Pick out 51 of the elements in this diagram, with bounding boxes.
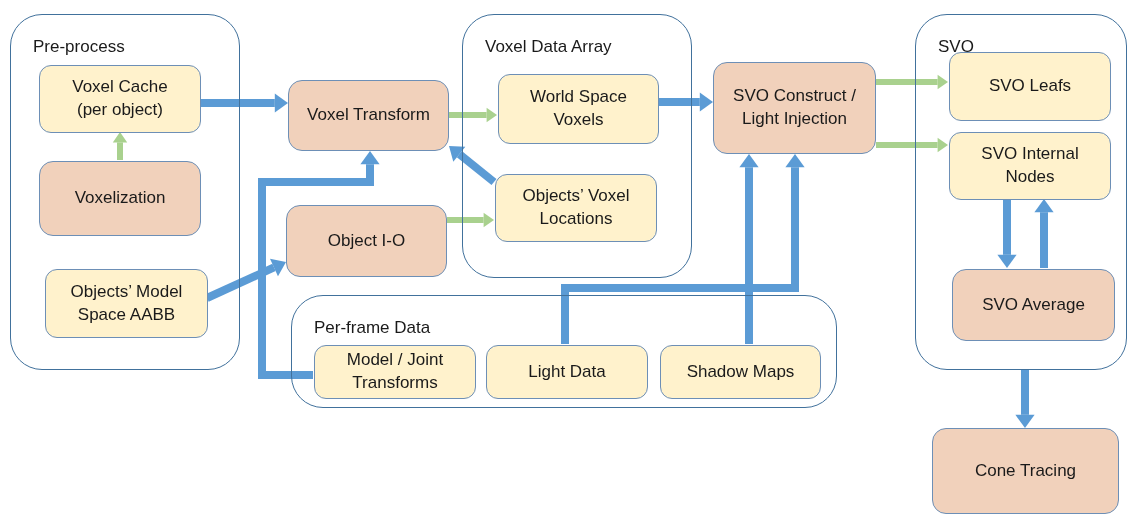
group-container: [462, 14, 692, 278]
arrow: [876, 74, 948, 90]
group-title: SVO: [938, 37, 974, 57]
data-box: [314, 345, 476, 399]
box-label: SVO Construct / Light Injection: [732, 85, 857, 130]
group-title: Pre-process: [33, 37, 125, 57]
group-title: Voxel Data Array: [485, 37, 612, 57]
box-label: Light Data: [527, 360, 607, 383]
process-box: [286, 205, 447, 277]
box-label: SVO Leafs: [987, 75, 1073, 98]
data-box: [495, 174, 657, 242]
group-title: Per-frame Data: [314, 318, 431, 338]
arrow: [449, 107, 497, 123]
process-box: [713, 62, 876, 154]
data-box: [45, 269, 208, 338]
arrow: [739, 154, 759, 344]
arrow: [658, 92, 713, 112]
box-label: Voxelization: [73, 187, 167, 210]
box-label: Objects’ Voxel Locations: [521, 185, 631, 230]
box-label: Object I-O: [326, 229, 407, 252]
arrow: [561, 154, 805, 344]
arrow: [876, 137, 948, 153]
data-box: [39, 65, 201, 133]
process-box: [288, 80, 449, 151]
arrow: [258, 151, 380, 379]
arrow: [997, 199, 1017, 268]
group-container: [291, 295, 837, 408]
data-box: [949, 132, 1111, 200]
box-label: Shadow Maps: [685, 360, 796, 383]
group-container: [915, 14, 1127, 370]
process-box: [952, 269, 1115, 341]
process-box: [39, 161, 201, 236]
group-container: [10, 14, 240, 370]
process-box: [932, 428, 1119, 514]
box-label: Model / Joint Transforms: [345, 349, 445, 394]
data-box: [949, 52, 1111, 121]
arrow: [112, 132, 128, 160]
arrow: [449, 146, 497, 186]
box-label: Voxel Transform: [306, 104, 431, 127]
data-box: [498, 74, 659, 144]
box-label: World Space Voxels: [529, 86, 628, 131]
data-box: [660, 345, 821, 399]
data-box: [486, 345, 648, 399]
box-label: Voxel Cache (per object): [71, 76, 169, 121]
arrow: [1034, 199, 1054, 268]
box-label: SVO Average: [981, 293, 1086, 316]
arrow: [447, 212, 494, 228]
box-label: Cone Tracing: [973, 459, 1078, 482]
box-label: SVO Internal Nodes: [980, 143, 1080, 188]
arrow: [200, 93, 288, 113]
box-label: Objects’ Model Space AABB: [69, 280, 184, 326]
